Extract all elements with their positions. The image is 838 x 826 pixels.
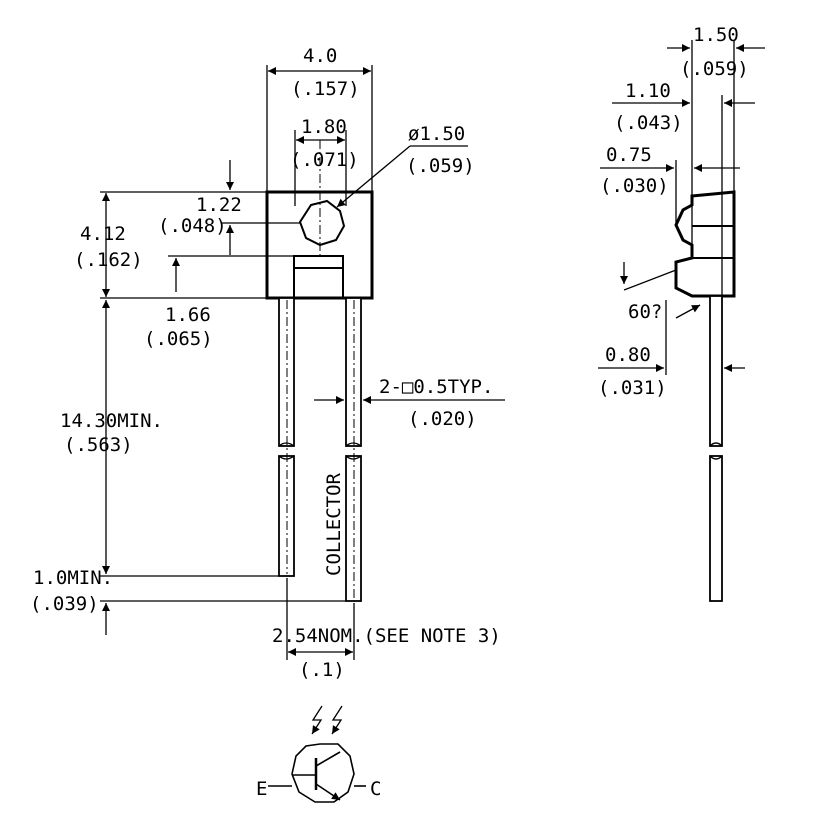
dim-width-in: (.157) [291,78,360,100]
dim-width: 4.0 (.157) [266,45,373,192]
dim-spacing-mm: 1.80 [301,116,347,138]
dim-side-total-in: (.059) [680,58,749,80]
dim-lead-diff: 1.0MIN. (.039) [30,567,346,635]
dim-pitch: 2.54NOM.(SEE NOTE 3) (.1) [272,578,501,681]
dim-side-lead-mm: 0.80 [605,344,651,366]
collector-label: COLLECTOR [323,472,345,576]
dim-angle: 60? [628,301,662,323]
front-view: COLLECTOR [265,140,374,602]
side-lead-lower [709,455,723,602]
bottom-tab [293,255,344,299]
dim-side-lens-in: (.030) [600,175,669,197]
dim-lead-in: (.563) [64,434,133,456]
dim-lens-dia: ø1.50 (.059) [336,123,475,208]
symbol-c-label: C [370,778,381,800]
dim-side-total-mm: 1.50 [693,24,739,46]
dim-size-in: (.020) [408,408,477,430]
dim-offset-in: (.048) [158,215,227,237]
dim-lens-mm: ø1.50 [408,123,465,145]
dim-lead-length: 14.30MIN. (.563) [60,300,279,577]
lens-octagon [298,199,346,247]
dim-spacing-in: (.071) [290,149,359,171]
dim-offset-mm: 1.22 [196,194,242,216]
dim-width-mm: 4.0 [303,45,337,67]
dim-pitch-in: (.1) [299,659,345,681]
dim-side-body-mm: 1.10 [625,80,671,102]
dim-lead-mm: 14.30MIN. [60,410,163,432]
side-dims: 1.50 (.059) 1.10 (.043) 0.75 (.030) 60? … [598,24,765,399]
dim-lead-size: 2-□0.5TYP. (.020) [314,376,505,430]
dim-lens-in: (.059) [406,155,475,177]
phototransistor-symbol: E C [256,705,381,803]
dim-side-body-in: (.043) [614,112,683,134]
dim-step-mm: 1.66 [165,304,211,326]
symbol-e-label: E [256,778,267,800]
dim-height-in: (.162) [74,249,143,271]
side-lead-upper [709,295,723,447]
dim-side-lens-mm: 0.75 [606,144,652,166]
dim-height-mm: 4.12 [80,223,126,245]
dim-pitch-mm: 2.54NOM.(SEE NOTE 3) [272,625,501,647]
side-body [674,190,736,298]
dim-hole-spacing: 1.80 (.071) [290,116,359,206]
dim-lens-offset: 1.22 (.048) [158,160,300,255]
dim-step-in: (.065) [144,328,213,350]
dim-diff-in: (.039) [30,593,99,615]
dim-side-lead-in: (.031) [598,377,667,399]
dim-step: 1.66 (.065) [144,255,294,350]
dim-size-mm: 2-□0.5TYP. [379,376,493,398]
dim-diff-mm: 1.0MIN. [33,567,113,589]
symbol-body [291,743,355,803]
dim-height: 4.12 (.162) [74,191,279,299]
side-view [674,190,736,602]
